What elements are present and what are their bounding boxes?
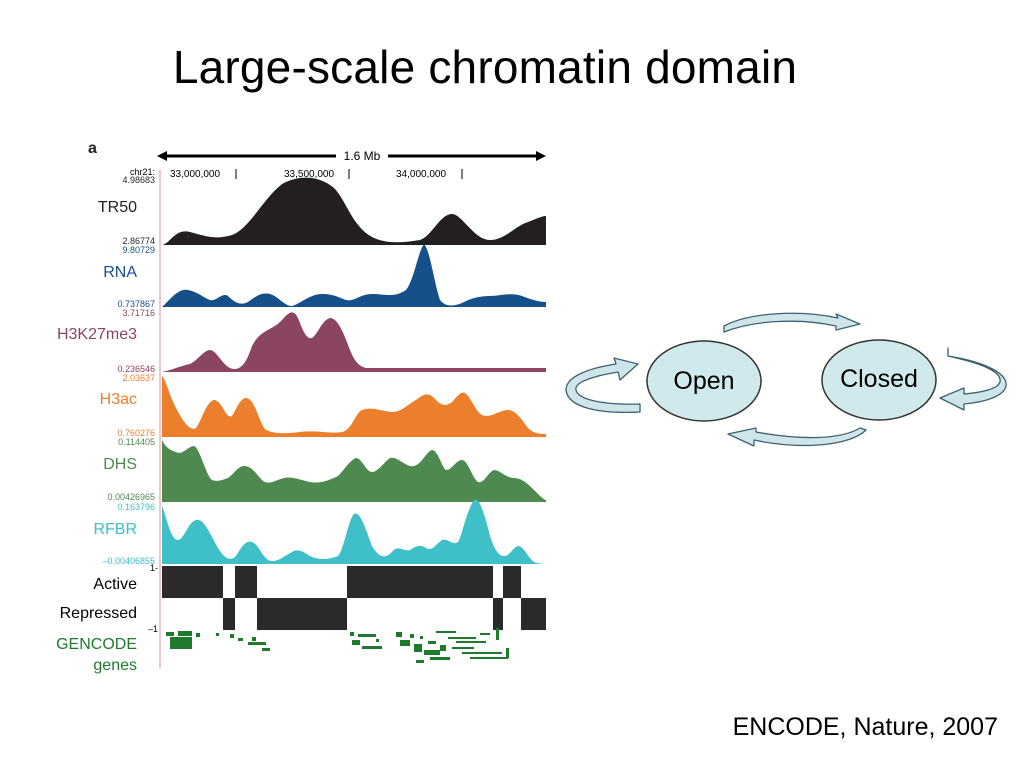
gene-mark bbox=[196, 633, 200, 637]
state-bottom-tick: –1 bbox=[148, 624, 158, 634]
track-max-value: 2.03637 bbox=[122, 373, 155, 383]
gene-mark bbox=[496, 628, 499, 640]
tr50-signal-area bbox=[162, 177, 546, 245]
gene-mark bbox=[420, 636, 423, 639]
scale-label: 1.6 Mb bbox=[344, 149, 381, 163]
gene-mark bbox=[216, 633, 219, 636]
top-cycle-arrow bbox=[723, 312, 861, 333]
gene-mark bbox=[448, 637, 476, 639]
gene-mark bbox=[252, 637, 256, 641]
active-block bbox=[347, 566, 493, 598]
gene-mark bbox=[416, 660, 424, 663]
gene-mark bbox=[506, 648, 509, 658]
position-label: 33,500,000 bbox=[284, 169, 334, 180]
repressed-block bbox=[223, 598, 235, 630]
repressed-block bbox=[257, 598, 347, 630]
chromatin-cycle-diagram: Open Closed bbox=[565, 312, 1007, 447]
track-name-tr50: TR50 bbox=[98, 199, 137, 216]
gene-mark bbox=[452, 647, 474, 649]
track-name-rna: RNA bbox=[103, 264, 137, 281]
h3k27me3-signal-area bbox=[162, 312, 546, 372]
h3ac-signal-area bbox=[162, 376, 546, 437]
state-label-active: Active bbox=[93, 576, 137, 593]
open-state-label: Open bbox=[673, 367, 734, 395]
slide-title: Large-scale chromatin domain bbox=[172, 41, 798, 93]
gencode-label-line1: GENCODE bbox=[56, 636, 137, 653]
position-label: 34,000,000 bbox=[396, 169, 446, 180]
gene-mark bbox=[436, 631, 456, 633]
gene-mark bbox=[462, 652, 502, 654]
track-max-value: 9.80729 bbox=[122, 245, 155, 255]
gene-mark bbox=[166, 632, 174, 636]
track-min-value: 2.86774 bbox=[122, 236, 155, 246]
gencode-label-line2: genes bbox=[93, 657, 137, 674]
gene-mark bbox=[170, 637, 192, 649]
bottom-cycle-arrow bbox=[727, 427, 867, 447]
track-min-value: 0.00426965 bbox=[107, 492, 155, 502]
repressed-block bbox=[521, 598, 546, 630]
gene-mark bbox=[414, 644, 422, 652]
active-block bbox=[162, 566, 223, 598]
track-max-value: 4.98683 bbox=[122, 175, 155, 185]
left-loop-arrow bbox=[565, 357, 641, 414]
gencode-gene-track bbox=[166, 628, 509, 663]
track-name-rfbr: RFBR bbox=[93, 521, 137, 538]
closed-state-node bbox=[821, 339, 937, 421]
track-name-h3ac: H3ac bbox=[100, 391, 137, 408]
track-max-value: 0.163796 bbox=[117, 502, 155, 512]
chrom-label: chr21: bbox=[130, 167, 155, 177]
rfbr-signal-area bbox=[162, 499, 546, 564]
track-name-dhs: DHS bbox=[103, 456, 137, 473]
citation: ENCODE, Nature, 2007 bbox=[732, 713, 998, 741]
gene-mark bbox=[262, 648, 270, 651]
state-label-repressed: Repressed bbox=[60, 605, 137, 622]
gene-mark bbox=[350, 632, 354, 636]
chromatin-state-track bbox=[162, 566, 546, 630]
gene-mark bbox=[410, 634, 414, 638]
active-block bbox=[235, 566, 257, 598]
gene-mark bbox=[470, 657, 508, 659]
panel-label: a bbox=[88, 140, 97, 157]
track-max-value: 0.114405 bbox=[118, 437, 155, 447]
open-state-node bbox=[646, 340, 762, 422]
position-label: 33,000,000 bbox=[170, 169, 220, 180]
genome-position-ruler: 33,000,000 33,500,000 34,000,000 bbox=[170, 169, 463, 180]
gene-mark bbox=[424, 650, 440, 655]
gene-mark bbox=[238, 638, 243, 641]
track-name-h3k27me3: H3K27me3 bbox=[57, 326, 137, 343]
gene-mark bbox=[352, 640, 360, 645]
gene-mark bbox=[480, 633, 490, 635]
gene-mark bbox=[230, 634, 234, 638]
track-max-value: 3.71716 bbox=[122, 308, 155, 318]
gene-mark bbox=[358, 634, 376, 637]
gene-mark bbox=[400, 640, 410, 646]
gene-mark bbox=[178, 631, 192, 636]
state-top-tick: 1- bbox=[150, 563, 158, 573]
gene-mark bbox=[456, 641, 486, 643]
gene-mark bbox=[376, 639, 379, 642]
active-block bbox=[503, 566, 521, 598]
track-min-value: –0.00406855 bbox=[102, 556, 155, 566]
gene-mark bbox=[428, 641, 436, 644]
scale-bar: 1.6 Mb bbox=[157, 149, 546, 163]
gene-mark bbox=[396, 632, 402, 637]
dhs-signal-area bbox=[162, 440, 546, 502]
gene-mark bbox=[430, 657, 450, 660]
gene-mark bbox=[440, 645, 446, 651]
track-min-value: 0.737867 bbox=[117, 299, 155, 309]
track-min-value: 0.236546 bbox=[117, 364, 155, 374]
rna-signal-area bbox=[162, 244, 546, 307]
repressed-block bbox=[493, 598, 503, 630]
gene-mark bbox=[248, 642, 266, 645]
gene-mark bbox=[362, 646, 382, 649]
track-min-value: 0.760276 bbox=[117, 428, 155, 438]
closed-state-label: Closed bbox=[840, 365, 918, 393]
right-loop-arrow bbox=[939, 347, 1007, 411]
